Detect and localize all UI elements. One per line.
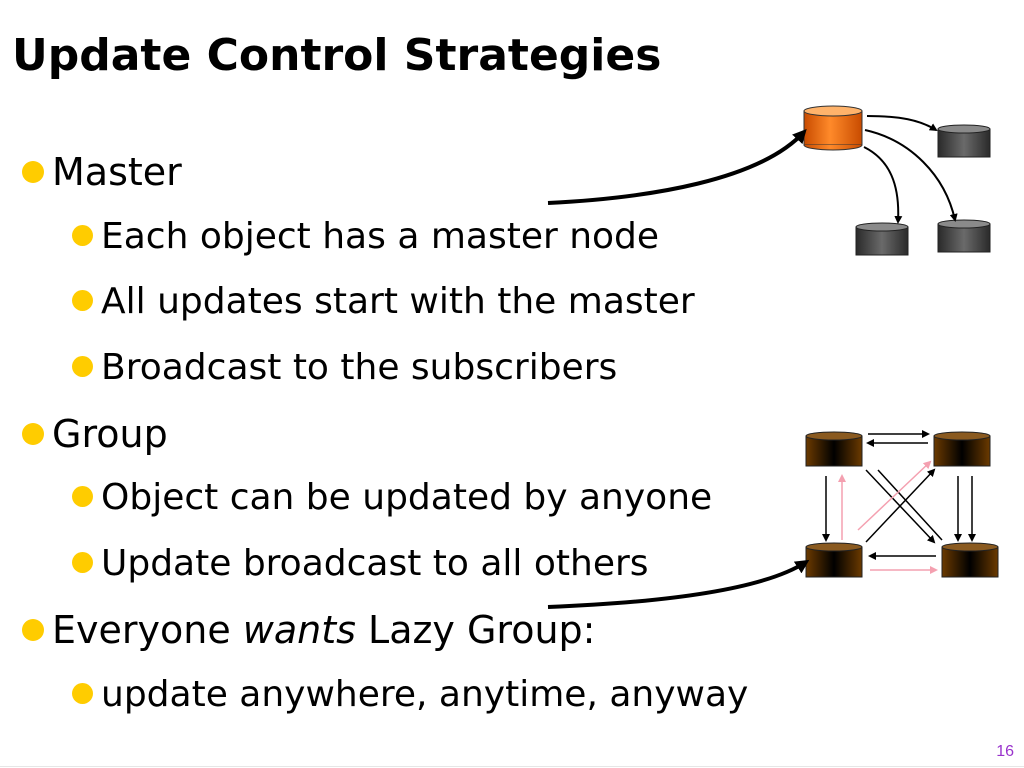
bullet-updated-by-anyone: Object can be updated by anyone: [72, 480, 712, 516]
group-database-icon: [805, 542, 863, 578]
sync-arrow: [877, 469, 943, 541]
bullet-emphasis: wants: [242, 608, 356, 652]
group-diagram: [547, 430, 999, 609]
sync-arrow: [865, 468, 936, 543]
bullet-anywhere: update anywhere, anytime, anyway: [72, 677, 748, 713]
footer-divider: [0, 766, 1024, 767]
bullet-text: Lazy Group:: [355, 608, 596, 652]
pointer-arrow: [547, 129, 807, 205]
bullet-text: Broadcast to the subscribers: [101, 347, 618, 388]
bullet-dot-icon: [22, 618, 44, 641]
master-diagram: [547, 105, 991, 256]
bullet-text: Object can be updated by anyone: [101, 477, 713, 518]
bullet-text: Master: [52, 150, 182, 194]
subscriber-database-icon: [937, 219, 991, 253]
master-database-icon: [803, 105, 863, 151]
bullet-dot-icon: [22, 422, 44, 445]
group-database-icon: [933, 431, 991, 467]
group-database-icon: [805, 431, 863, 467]
bullet-master: Master: [22, 153, 182, 191]
subscriber-database-icon: [855, 222, 909, 256]
bullet-text: Everyone: [52, 608, 243, 652]
bullet-dot-icon: [72, 485, 93, 507]
bullet-text: Update broadcast to all others: [101, 543, 649, 584]
bullet-dot-icon: [72, 551, 93, 573]
bullet-broadcast-subscribers: Broadcast to the subscribers: [72, 350, 617, 386]
bullet-text: Group: [52, 412, 168, 456]
pointer-arrow: [547, 559, 810, 609]
broadcast-arrow: [863, 146, 903, 224]
bullet-text: All updates start with the master: [101, 281, 695, 322]
bullet-lazy-group: Everyone wants Lazy Group:: [22, 611, 595, 649]
subscriber-database-icon: [937, 124, 991, 158]
bullet-master-node: Each object has a master node: [72, 219, 659, 255]
bullet-dot-icon: [72, 355, 93, 377]
page-number: 16: [996, 743, 1014, 760]
bullet-dot-icon: [72, 682, 93, 704]
slide-title: Update Control Strategies: [12, 30, 662, 81]
broadcast-arrow: [864, 129, 958, 222]
bullet-group: Group: [22, 415, 168, 453]
bullet-text: Each object has a master node: [101, 216, 660, 257]
bullet-text: update anywhere, anytime, anyway: [101, 674, 749, 715]
broadcast-arrow: [866, 115, 938, 132]
bullet-updates-start: All updates start with the master: [72, 284, 695, 320]
group-database-icon: [941, 542, 999, 578]
bullet-dot-icon: [22, 160, 44, 183]
bullet-dot-icon: [72, 289, 93, 311]
bullet-broadcast-all: Update broadcast to all others: [72, 546, 649, 582]
sync-arrow: [857, 460, 932, 531]
bullet-dot-icon: [72, 224, 93, 246]
